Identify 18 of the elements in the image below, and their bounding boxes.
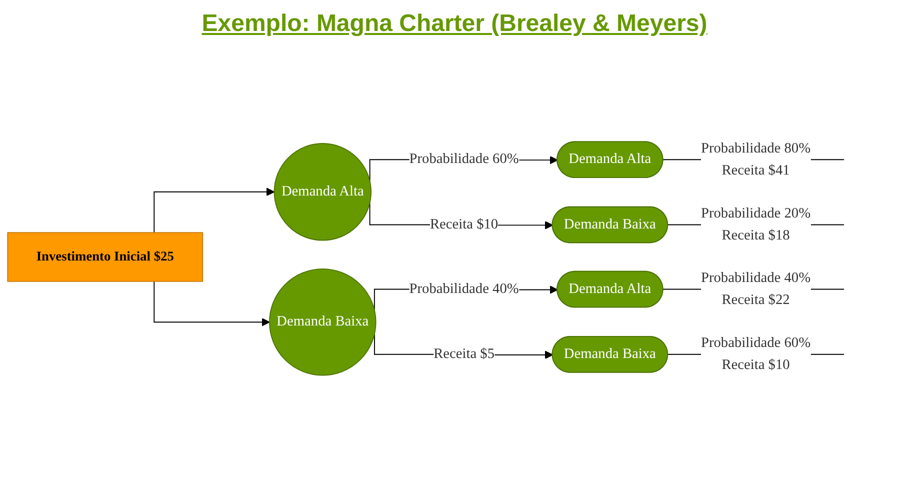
- edge-label: Probabilidade 40%: [409, 281, 519, 297]
- edge-label: Receita $5: [434, 346, 495, 362]
- node-label: Receita $22: [722, 292, 790, 308]
- node-label: Receita $41: [722, 162, 790, 178]
- node-label: Receita $18: [722, 228, 790, 243]
- arrow: [154, 280, 270, 326]
- node-label: Probabilidade 60%: [701, 336, 811, 352]
- node-label: Receita $10: [722, 357, 790, 373]
- node-label: Probabilidade 20%: [701, 206, 811, 222]
- node-circle: Demanda Alta: [274, 143, 372, 241]
- node-box: Investimento Inicial $25: [7, 232, 204, 282]
- edge-label: Receita $10: [430, 216, 498, 232]
- node-circle: Demanda Baixa: [269, 268, 376, 376]
- diagram-title: Exemplo: Magna Charter (Brealey & Meyers): [200, 10, 708, 38]
- arrow: [154, 188, 275, 234]
- edge-label: Probabilidade 60%: [409, 152, 519, 168]
- node-label: Probabilidade 80%: [701, 140, 811, 156]
- node-label: Probabilidade 40%: [701, 270, 811, 286]
